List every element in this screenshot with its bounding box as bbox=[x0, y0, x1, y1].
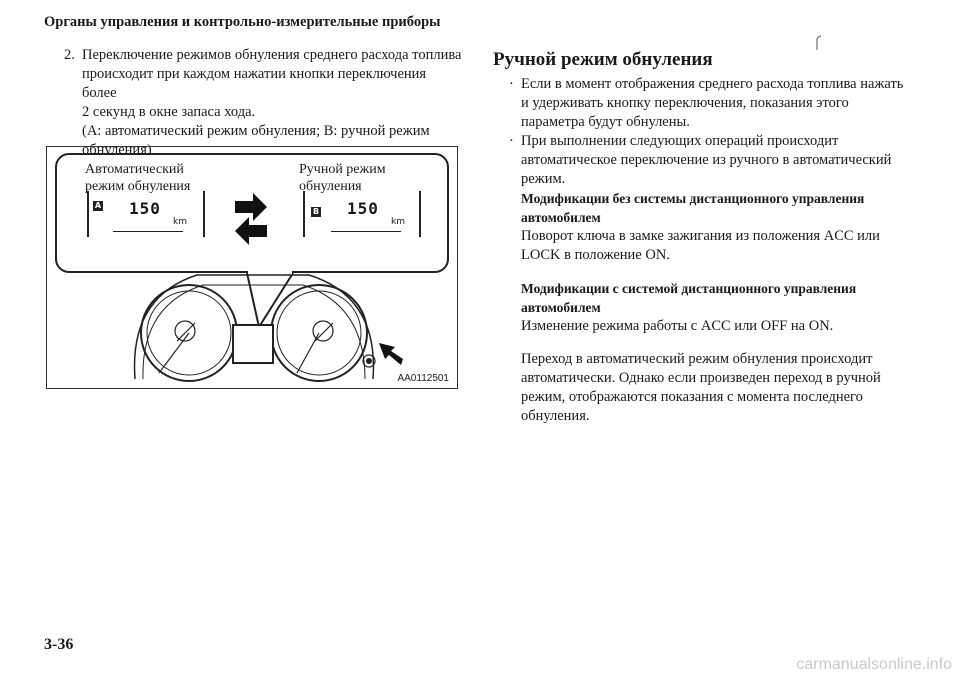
bullet-line: При выполнении следующих операций происх… bbox=[521, 133, 839, 149]
paragraph-line: Переход в автоматический режим обнуления… bbox=[521, 351, 873, 367]
bullet-line: Если в момент отображения среднего расхо… bbox=[521, 76, 904, 92]
subheading-with-remote: Модификации с системой дистанционного уп… bbox=[521, 279, 913, 317]
display-b-unit: km bbox=[391, 217, 405, 227]
display-b-underline bbox=[331, 231, 401, 232]
bullet-item: · Если в момент отображения среднего рас… bbox=[493, 75, 913, 132]
bullet-line: режим. bbox=[521, 171, 566, 187]
paragraph-line: Поворот ключа в замке зажигания из полож… bbox=[521, 228, 880, 244]
subheading-line: автомобилем bbox=[521, 300, 601, 315]
bullet-line: и удерживать кнопку переключения, показа… bbox=[521, 95, 849, 111]
display-callout: Автоматический режим обнуления Ручной ре… bbox=[55, 153, 449, 273]
display-a-left-bar bbox=[87, 191, 89, 237]
subheading-no-remote: Модификации без системы дистанционного у… bbox=[521, 189, 913, 227]
bullet-dot: · bbox=[509, 133, 514, 149]
item-line: (A: автоматический режим обнуления; B: р… bbox=[82, 123, 430, 139]
bullet-line: автоматическое переключение из ручного в… bbox=[521, 152, 892, 168]
mode-b-badge: B bbox=[311, 207, 321, 217]
paragraph-line: автоматически. Однако если произведен пе… bbox=[521, 370, 881, 386]
instrument-cluster-drawing bbox=[133, 267, 403, 382]
subheading-line: автомобилем bbox=[521, 210, 601, 225]
display-a-unit: km bbox=[173, 217, 187, 227]
subheading-line: Модификации без системы дистанционного у… bbox=[521, 191, 865, 206]
watermark: carmanualsonline.info bbox=[796, 656, 952, 673]
paragraph-with-remote: Изменение режима работы с ACC или OFF на… bbox=[521, 318, 834, 334]
paragraph-final: Переход в автоматический режим обнуления… bbox=[521, 350, 913, 426]
paragraph-line: обнуления. bbox=[521, 408, 590, 424]
item-line: происходит при каждом нажатии кнопки пер… bbox=[82, 66, 427, 101]
paragraph-line: режим, отображаются показания с момента … bbox=[521, 389, 863, 405]
bullet-item: · При выполнении следующих операций прои… bbox=[493, 132, 913, 189]
paragraph-line: LOCK в положение ON. bbox=[521, 247, 670, 263]
display-a-value: 150 bbox=[129, 199, 161, 218]
display-b-value: 150 bbox=[347, 199, 379, 218]
switch-arrows-icon bbox=[235, 193, 267, 245]
item-line: 2 секунд в окне запаса хода. bbox=[82, 104, 256, 120]
paragraph-no-remote: Поворот ключа в замке зажигания из полож… bbox=[521, 227, 913, 265]
subheading-line: Модификации с системой дистанционного уп… bbox=[521, 281, 857, 296]
page-number: 3-36 bbox=[44, 636, 74, 653]
display-b-left-bar bbox=[303, 191, 305, 237]
display-b-right-bar bbox=[419, 191, 421, 237]
page-header: Органы управления и контрольно-измерител… bbox=[44, 14, 441, 30]
item-text: Переключение режимов обнуления среднего … bbox=[82, 46, 464, 160]
section-title: Ручной режим обнуления bbox=[493, 49, 713, 70]
auto-mode-label-2: режим обнуления bbox=[85, 179, 191, 194]
display-a-right-bar bbox=[203, 191, 205, 237]
auto-mode-label-1: Автоматический bbox=[85, 162, 184, 177]
item-line: Переключение режимов обнуления среднего … bbox=[82, 47, 462, 63]
mode-a-badge: A bbox=[93, 201, 103, 211]
display-a-underline bbox=[113, 231, 183, 232]
manual-mode-label-1: Ручной режим bbox=[299, 162, 386, 177]
right-column: Ручной режим обнуления · Если в момент о… bbox=[493, 50, 913, 426]
bullet-dot: · bbox=[509, 76, 514, 92]
left-column: 2. Переключение режимов обнуления средне… bbox=[64, 46, 464, 160]
bullet-line: параметра будут обнулены. bbox=[521, 114, 690, 130]
item-number: 2. bbox=[64, 47, 75, 63]
figure-code: AA0112501 bbox=[397, 373, 449, 384]
instrument-figure: Автоматический режим обнуления Ручной ре… bbox=[46, 146, 458, 389]
margin-mark-icon bbox=[816, 35, 822, 50]
manual-mode-label-2: обнуления bbox=[299, 179, 362, 194]
